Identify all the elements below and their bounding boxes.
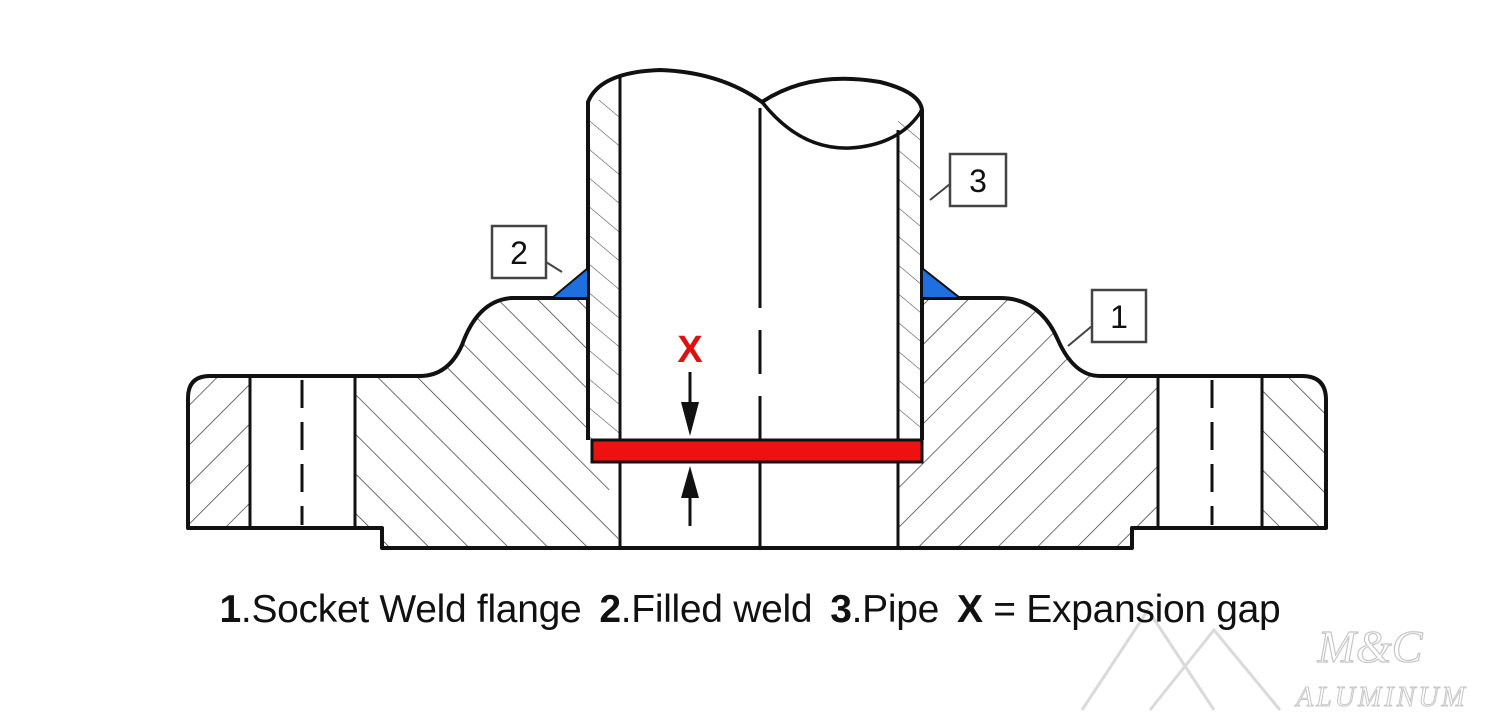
- watermark-sub: ALUMINUM: [1294, 682, 1468, 713]
- legend-num-1: 1: [219, 588, 242, 631]
- fillet-weld-right: [921, 265, 963, 299]
- legend-text-x: = Expansion gap: [982, 588, 1281, 631]
- callout-weld-leader: [545, 261, 563, 273]
- callout-weld-box: [490, 224, 548, 280]
- legend-num-2: 2: [599, 588, 621, 631]
- legend-caption: 1.Socket Weld flange 2.Filled weld 3.Pipe X…: [0, 588, 1500, 648]
- watermark-logo: M&C ALUMINUM: [1080, 607, 1468, 714]
- legend-num-x: X: [957, 588, 983, 631]
- pipe: [586, 68, 924, 440]
- pipe-break-curve: [760, 100, 924, 150]
- gap-arrow-top-head: [681, 402, 699, 436]
- legend-text-1: .Socket Weld flange: [240, 588, 582, 631]
- pipe-wall-right: [898, 110, 922, 440]
- flange-body: [186, 296, 1328, 550]
- callout-flange-box: [1090, 288, 1148, 344]
- gap-label: X: [677, 329, 703, 371]
- callout-pipe-number: 3: [969, 163, 987, 199]
- callout-weld: 2: [490, 224, 563, 280]
- flange-left-rim: [188, 376, 250, 528]
- gap-arrows: X: [677, 329, 703, 526]
- watermark-brand: M&C: [1317, 621, 1424, 672]
- callout-pipe-leader: [929, 183, 951, 201]
- legend-num-3: 3: [830, 588, 852, 631]
- callout-flange: 1: [1067, 288, 1148, 347]
- legend-text-2: .Filled weld: [620, 588, 813, 631]
- legend-text-3: .Pipe: [851, 588, 940, 631]
- callout-flange-leader: [1067, 325, 1093, 347]
- gap-arrow-bottom-head: [681, 466, 699, 498]
- fillet-weld-left: [549, 265, 589, 299]
- flange-left-hub: [355, 298, 620, 548]
- pipe-outline: [586, 68, 924, 440]
- callout-pipe-box: [948, 152, 1008, 208]
- flange-right-hub: [898, 298, 1158, 548]
- watermark-mark: [1080, 607, 1282, 711]
- flange-outline: [186, 296, 1328, 550]
- expansion-gap-bar: [590, 438, 924, 464]
- flange-right-rim: [1262, 376, 1326, 528]
- callout-flange-number: 1: [1110, 299, 1128, 335]
- callout-pipe: 3: [929, 152, 1008, 208]
- callout-weld-number: 2: [510, 235, 528, 271]
- pipe-wall-left: [588, 100, 620, 440]
